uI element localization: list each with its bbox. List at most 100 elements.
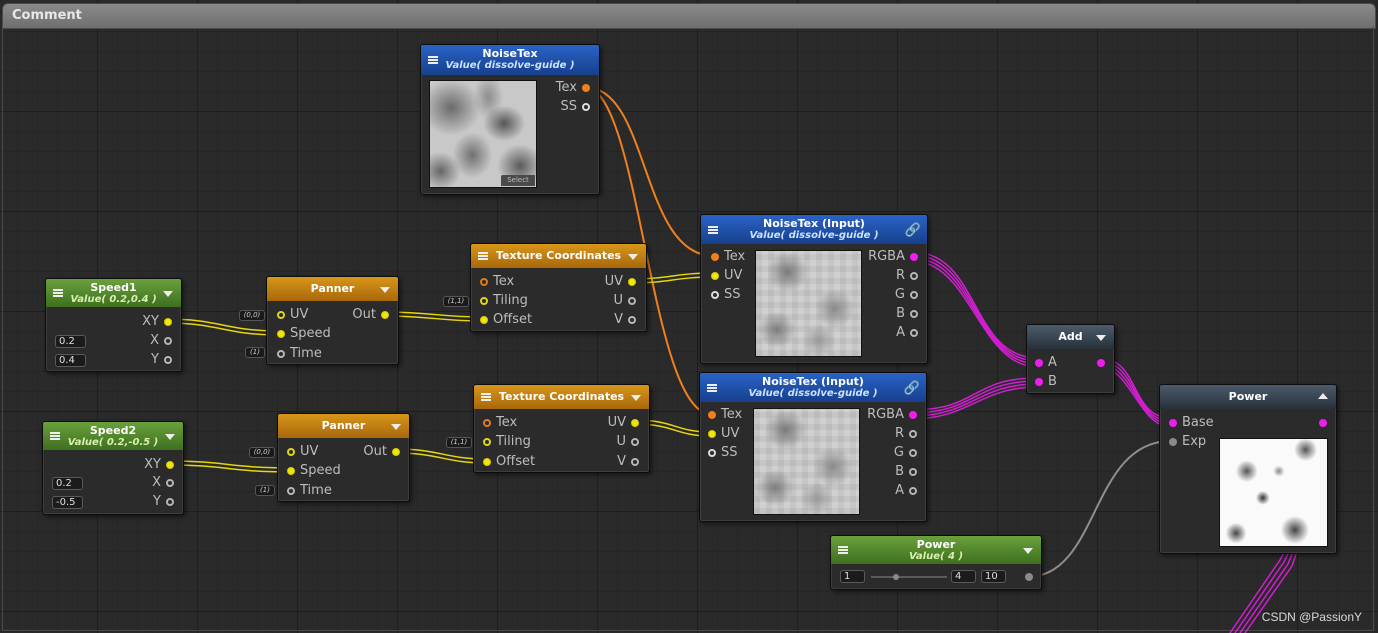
output-port-uv[interactable]	[631, 419, 639, 427]
menu-icon[interactable]	[428, 56, 438, 64]
speed2-header[interactable]: Speed2 Value( 0.2,-0.5 )	[43, 422, 183, 450]
input-port-b[interactable]	[1035, 378, 1043, 386]
output-port-tex[interactable]	[582, 84, 590, 92]
noisetex-input1-node[interactable]: NoiseTex (Input) Value( dissolve-guide )…	[700, 214, 928, 364]
result-preview[interactable]	[1219, 438, 1328, 547]
chevron-down-icon[interactable]	[1023, 548, 1033, 554]
time-default-tag[interactable]: (1)	[255, 485, 275, 496]
value-slider-track[interactable]	[871, 576, 947, 578]
output-port-b[interactable]	[910, 310, 918, 318]
output-port-xy[interactable]	[166, 461, 174, 469]
noisetex-node[interactable]: NoiseTex Value( dissolve-guide ) Select …	[420, 44, 600, 195]
input-port-uv[interactable]	[277, 311, 285, 319]
menu-icon[interactable]	[707, 383, 717, 392]
panner2-header[interactable]: Panner	[278, 414, 409, 438]
uv-default-tag[interactable]: (0,0)	[249, 447, 275, 458]
input-port-offset[interactable]	[483, 458, 491, 466]
noisetex-input2-node[interactable]: NoiseTex (Input) Value( dissolve-guide )…	[699, 372, 927, 522]
max-field[interactable]: 10	[981, 570, 1006, 583]
noisetex-input2-header[interactable]: NoiseTex (Input) Value( dissolve-guide )…	[700, 373, 926, 402]
panner2-node[interactable]: Panner UV Speed Time Out	[277, 413, 410, 502]
input-port-base[interactable]	[1169, 419, 1177, 427]
output-port-result[interactable]	[1319, 419, 1327, 427]
output-port-u[interactable]	[628, 297, 636, 305]
texture-preview[interactable]: Select	[429, 80, 537, 188]
output-port-out[interactable]	[381, 311, 389, 319]
input-port-uv[interactable]	[711, 272, 719, 280]
output-port-b[interactable]	[909, 468, 917, 476]
output-port-g[interactable]	[909, 449, 917, 457]
min-field[interactable]: 1	[840, 570, 865, 583]
menu-icon[interactable]	[478, 252, 488, 260]
output-port-a[interactable]	[909, 487, 917, 495]
input-port-uv[interactable]	[708, 430, 716, 438]
noisetex-header[interactable]: NoiseTex Value( dissolve-guide )	[421, 45, 599, 75]
input-port-tex[interactable]	[483, 419, 491, 427]
input-port-tex[interactable]	[480, 278, 488, 286]
texcoord1-header[interactable]: Texture Coordinates	[471, 244, 646, 268]
output-port-xy[interactable]	[164, 318, 172, 326]
power-header[interactable]: Power	[1160, 385, 1336, 409]
texcoord2-node[interactable]: Texture Coordinates Tex Tiling Offset UV…	[473, 384, 650, 473]
link-icon[interactable]: 🔗	[904, 222, 921, 238]
texture-preview[interactable]	[755, 250, 862, 357]
y-field[interactable]: -0.5	[52, 496, 83, 509]
output-port-result[interactable]	[1097, 359, 1105, 367]
output-port-r[interactable]	[910, 272, 918, 280]
x-field[interactable]: 0.2	[52, 477, 83, 490]
comment-header[interactable]: Comment	[2, 3, 1376, 29]
output-port-ss[interactable]	[582, 103, 590, 111]
input-port-time[interactable]	[287, 487, 295, 495]
speed1-node[interactable]: Speed1 Value( 0.2,0.4 ) XY 0.2 X 0.4 Y	[45, 278, 182, 372]
menu-icon[interactable]	[50, 432, 60, 440]
link-icon[interactable]: 🔗	[903, 380, 920, 396]
output-port-a[interactable]	[910, 329, 918, 337]
output-port-v[interactable]	[631, 458, 639, 466]
time-default-tag[interactable]: (1)	[245, 347, 265, 358]
power-value-header[interactable]: Power Value( 4 )	[831, 536, 1041, 564]
texture-preview[interactable]	[753, 408, 860, 515]
input-port-tiling[interactable]	[483, 438, 491, 446]
menu-icon[interactable]	[838, 546, 848, 554]
output-port-y[interactable]	[164, 356, 172, 364]
input-port-tex[interactable]	[708, 411, 716, 419]
output-port-rgba[interactable]	[910, 253, 918, 261]
y-field[interactable]: 0.4	[55, 354, 86, 367]
input-port-exp[interactable]	[1169, 438, 1177, 446]
output-port-v[interactable]	[628, 316, 636, 324]
menu-icon[interactable]	[53, 289, 63, 297]
chevron-down-icon[interactable]	[628, 254, 638, 260]
output-port-r[interactable]	[909, 430, 917, 438]
chevron-down-icon[interactable]	[631, 395, 641, 401]
power-value-node[interactable]: Power Value( 4 ) 1 4 10	[830, 535, 1042, 590]
texcoord1-node[interactable]: Texture Coordinates Tex Tiling Offset UV…	[470, 243, 647, 332]
output-port-x[interactable]	[166, 479, 174, 487]
tiling-default-tag[interactable]: (1,1)	[446, 437, 472, 448]
input-port-offset[interactable]	[480, 316, 488, 324]
chevron-down-icon[interactable]	[163, 291, 173, 297]
speed2-node[interactable]: Speed2 Value( 0.2,-0.5 ) XY 0.2 X -0.5 Y	[42, 421, 184, 515]
input-port-tex[interactable]	[711, 253, 719, 261]
output-port-rgba[interactable]	[909, 411, 917, 419]
panner1-node[interactable]: Panner UV Speed Time Out	[266, 276, 399, 365]
uv-default-tag[interactable]: (0,0)	[239, 310, 265, 321]
menu-icon[interactable]	[708, 225, 718, 234]
output-port-x[interactable]	[164, 337, 172, 345]
input-port-uv[interactable]	[287, 448, 295, 456]
input-port-ss[interactable]	[711, 291, 719, 299]
texcoord2-header[interactable]: Texture Coordinates	[474, 385, 649, 409]
add-header[interactable]: Add	[1027, 325, 1114, 349]
output-port-u[interactable]	[631, 438, 639, 446]
input-port-speed[interactable]	[287, 467, 295, 475]
value-field[interactable]: 4	[951, 570, 976, 583]
input-port-speed[interactable]	[277, 330, 285, 338]
input-port-ss[interactable]	[708, 449, 716, 457]
chevron-down-icon[interactable]	[380, 287, 390, 293]
value-slider-knob[interactable]	[893, 574, 900, 580]
add-node[interactable]: Add A B	[1026, 324, 1115, 394]
output-port-g[interactable]	[910, 291, 918, 299]
output-port-y[interactable]	[166, 498, 174, 506]
panner1-header[interactable]: Panner	[267, 277, 398, 301]
menu-icon[interactable]	[481, 393, 491, 401]
x-field[interactable]: 0.2	[55, 335, 86, 348]
